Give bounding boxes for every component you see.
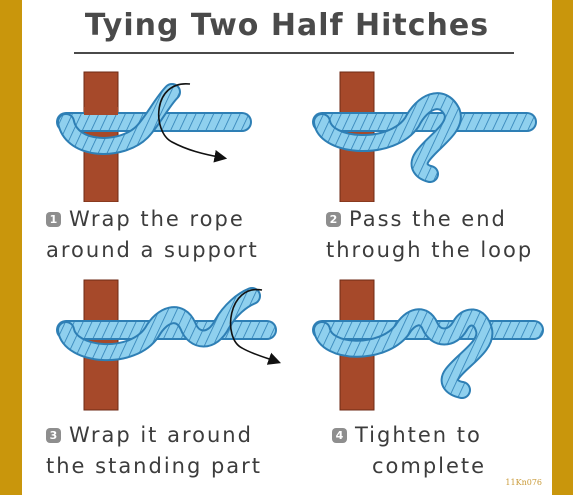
- page-title: Tying Two Half Hitches: [22, 8, 552, 43]
- step-1-caption: 1 Wrap the rope around a support: [46, 204, 259, 266]
- credit-mark: 11Kn076: [505, 478, 542, 487]
- step-3-number-badge: 3: [46, 428, 61, 443]
- step-4-figure: [312, 274, 547, 414]
- step-2-number-badge: 2: [326, 212, 341, 227]
- step-1-text-2: around a support: [46, 235, 259, 266]
- step-2-text-2: through the loop: [326, 235, 533, 266]
- step-1-text-1: Wrap the rope: [69, 207, 245, 231]
- step-2-line-1: 2 Pass the end: [326, 204, 533, 235]
- step-4-text-1: Tighten to: [355, 423, 482, 447]
- step-4-caption: 4 Tighten to complete: [332, 420, 486, 482]
- step-4-number-badge: 4: [332, 428, 347, 443]
- title-underline: [74, 52, 514, 54]
- step-3-figure: [52, 274, 282, 414]
- step-4-line-1: 4 Tighten to: [332, 420, 486, 451]
- step-1-figure: [52, 62, 262, 202]
- step-3-text-1: Wrap it around: [69, 423, 253, 447]
- step-4-text-2: complete: [332, 451, 486, 482]
- step-1-number-badge: 1: [46, 212, 61, 227]
- step-3-text-2: the standing part: [46, 451, 262, 482]
- step-1-line-1: 1 Wrap the rope: [46, 204, 259, 235]
- step-2-figure: [312, 62, 542, 202]
- step-3-line-1: 3 Wrap it around: [46, 420, 262, 451]
- step-2-text-1: Pass the end: [349, 207, 507, 231]
- step-2-caption: 2 Pass the end through the loop: [326, 204, 533, 266]
- step-3-caption: 3 Wrap it around the standing part: [46, 420, 262, 482]
